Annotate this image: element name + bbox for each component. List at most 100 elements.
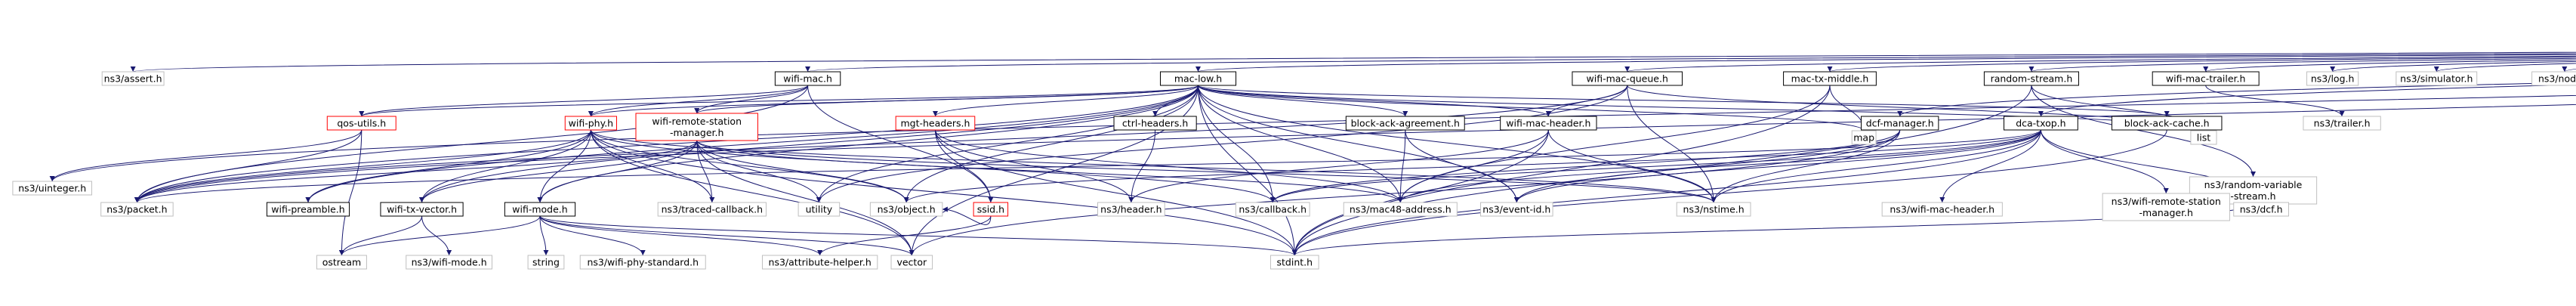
node-nswifimacheader[interactable]: ns3/wifi-mac-header.h <box>1881 202 2003 217</box>
edge-dcatxop-to-nswifiremote <box>2040 129 2169 194</box>
node-nswifiremote[interactable]: ns3/wifi-remote-station-manager.h <box>2102 193 2230 221</box>
edge-ssid-to-attrhelper <box>817 215 992 256</box>
node-simulator[interactable]: ns3/simulator.h <box>2396 71 2478 86</box>
edge-wifiphy-to-packet <box>134 129 591 203</box>
node-eventid[interactable]: ns3/event-id.h <box>1480 202 1553 217</box>
node-wifimacheader[interactable]: wifi-mac-header.h <box>1500 116 1597 131</box>
node-uinteger[interactable]: ns3/uinteger.h <box>12 181 93 196</box>
node-wifimac[interactable]: wifi-mac.h <box>774 71 841 86</box>
node-box <box>1500 116 1597 131</box>
edge-maclow-to-stdint <box>1198 85 1297 256</box>
node-ssid[interactable]: ssid.h <box>973 202 1009 217</box>
node-ostream[interactable]: ostream <box>316 255 367 270</box>
node-trailer[interactable]: ns3/trailer.h <box>2303 116 2381 131</box>
edge-wifimacqueue-to-utility <box>816 85 1628 203</box>
node-label: ns3/mac48-address.h <box>1350 204 1452 215</box>
node-tracedcallback[interactable]: ns3/traced-callback.h <box>657 202 767 217</box>
node-label: mac-tx-middle.h <box>1791 73 1869 85</box>
edge-wifimac-to-wifiphy <box>588 85 809 117</box>
node-wifiphy[interactable]: wifi-phy.h <box>564 116 617 131</box>
node-label: ns3/wifi-phy-standard.h <box>587 257 699 268</box>
edge-maclow-to-object <box>903 85 1199 203</box>
node-label: ns3/nstime.h <box>1683 204 1745 215</box>
node-vector[interactable]: vector <box>890 255 933 270</box>
edge-maclow-to-eventid <box>1198 85 1519 203</box>
edge-wifiphy-to-wifipreamble <box>305 129 591 203</box>
node-header[interactable]: ns3/header.h <box>1097 202 1165 217</box>
node-wifimactrailer[interactable]: wifi-mac-trailer.h <box>2152 71 2260 86</box>
node-label: wifi-preamble.h <box>271 204 344 215</box>
edge-wifiremote-to-mac48 <box>696 140 1403 203</box>
node-box <box>1783 71 1877 86</box>
node-blockackcache[interactable]: block-ack-cache.h <box>2111 116 2223 131</box>
node-wifimacqueue[interactable]: wifi-mac-queue.h <box>1572 71 1683 86</box>
edge-maclow-to-wifiremote <box>694 85 1199 114</box>
node-label: -manager.h <box>670 127 723 138</box>
node-mactxmiddle[interactable]: mac-tx-middle.h <box>1783 71 1877 86</box>
node-nstime[interactable]: ns3/nstime.h <box>1676 202 1751 217</box>
node-randomvar[interactable]: ns3/random-variable-stream.h <box>2189 176 2318 205</box>
edge-wifimode-to-string <box>539 215 549 256</box>
node-map[interactable]: map <box>1851 130 1877 145</box>
edge-dcatxop-to-mac48 <box>1397 129 2041 203</box>
node-label: ns3/event-id.h <box>1482 204 1550 215</box>
edge-wifimactrailer-to-trailer <box>2205 85 2345 117</box>
node-maclow[interactable]: mac-low.h <box>1159 71 1237 86</box>
edge-dcfmanager-to-nstime <box>1711 129 1901 203</box>
node-object[interactable]: ns3/object.h <box>869 202 943 217</box>
node-log[interactable]: ns3/log.h <box>2306 71 2359 86</box>
node-attrhelper[interactable]: ns3/attribute-helper.h <box>761 255 878 270</box>
node-wifipreamble[interactable]: wifi-preamble.h <box>266 202 350 217</box>
node-label: ns3/random-variable <box>2204 179 2303 190</box>
node-node[interactable]: ns3/node.h <box>2531 71 2576 86</box>
edge-dcatxop-to-nswifimacheader <box>1939 129 2041 203</box>
node-box <box>2152 71 2260 86</box>
node-label: dca-txop.h <box>2016 118 2065 129</box>
node-mac48[interactable]: ns3/mac48-address.h <box>1343 202 1458 217</box>
edge-dcfmanager-to-eventid <box>1513 129 1901 203</box>
edge-qosutils-to-ostream <box>338 129 362 256</box>
node-label: wifi-mac-queue.h <box>1587 73 1668 85</box>
node-label: ns3/object.h <box>878 204 936 215</box>
node-box <box>2102 193 2230 221</box>
node-utility[interactable]: utility <box>797 202 841 217</box>
node-label: block-ack-agreement.h <box>1351 118 1460 129</box>
node-label: ns3/log.h <box>2311 73 2355 85</box>
edge-maclow-to-wifipreamble <box>305 85 1199 203</box>
node-wifimode[interactable]: wifi-mode.h <box>504 202 576 217</box>
edge-mactxmiddle-to-map <box>1829 85 1867 131</box>
node-box <box>761 255 878 270</box>
edge-wifiremote-to-wifimode <box>537 140 698 203</box>
node-wifiphystd[interactable]: ns3/wifi-phy-standard.h <box>579 255 706 270</box>
node-label: random-stream.h <box>1991 73 2073 85</box>
edge-root-to-log <box>2330 60 2576 73</box>
node-box <box>1159 71 1237 86</box>
node-stdint[interactable]: stdint.h <box>1269 255 1319 270</box>
node-blockack[interactable]: block-ack-agreement.h <box>1345 116 1465 131</box>
node-dcatxop[interactable]: dca-txop.h <box>2004 116 2078 131</box>
edge-wifimac-to-packet <box>134 85 809 203</box>
node-qosutils[interactable]: qos-utils.h <box>326 116 396 131</box>
node-wifitxvector[interactable]: wifi-tx-vector.h <box>380 202 464 217</box>
edge-wifimode-to-wifiphystd <box>539 215 646 256</box>
node-packet[interactable]: ns3/packet.h <box>100 202 174 217</box>
node-dcf[interactable]: ns3/dcf.h <box>2233 202 2290 217</box>
node-string[interactable]: string <box>527 255 565 270</box>
node-nswifimode[interactable]: ns3/wifi-mode.h <box>406 255 492 270</box>
edge-wifiremote-to-packet <box>134 140 698 203</box>
node-wifiremote[interactable]: wifi-remote-station-manager.h <box>635 113 758 141</box>
node-label: string <box>532 257 560 268</box>
node-dcfmanager[interactable]: dcf-manager.h <box>1861 116 1939 131</box>
node-label: dcf-manager.h <box>1866 118 1934 129</box>
node-ctrlheaders[interactable]: ctrl-headers.h <box>1113 116 1197 131</box>
node-list[interactable]: list <box>2190 130 2217 145</box>
node-assert[interactable]: ns3/assert.h <box>101 71 165 86</box>
edge-wifiremote-to-vector <box>696 140 915 256</box>
node-randomstream[interactable]: random-stream.h <box>1983 71 2079 86</box>
node-box <box>2531 71 2576 86</box>
edge-wifimode-to-stdint <box>539 215 1297 256</box>
node-callback[interactable]: ns3/callback.h <box>1235 202 1310 217</box>
node-label: wifi-remote-station <box>652 116 742 127</box>
edge-mgtheaders-to-header <box>934 129 1134 203</box>
node-mgtheaders[interactable]: mgt-headers.h <box>895 116 976 131</box>
